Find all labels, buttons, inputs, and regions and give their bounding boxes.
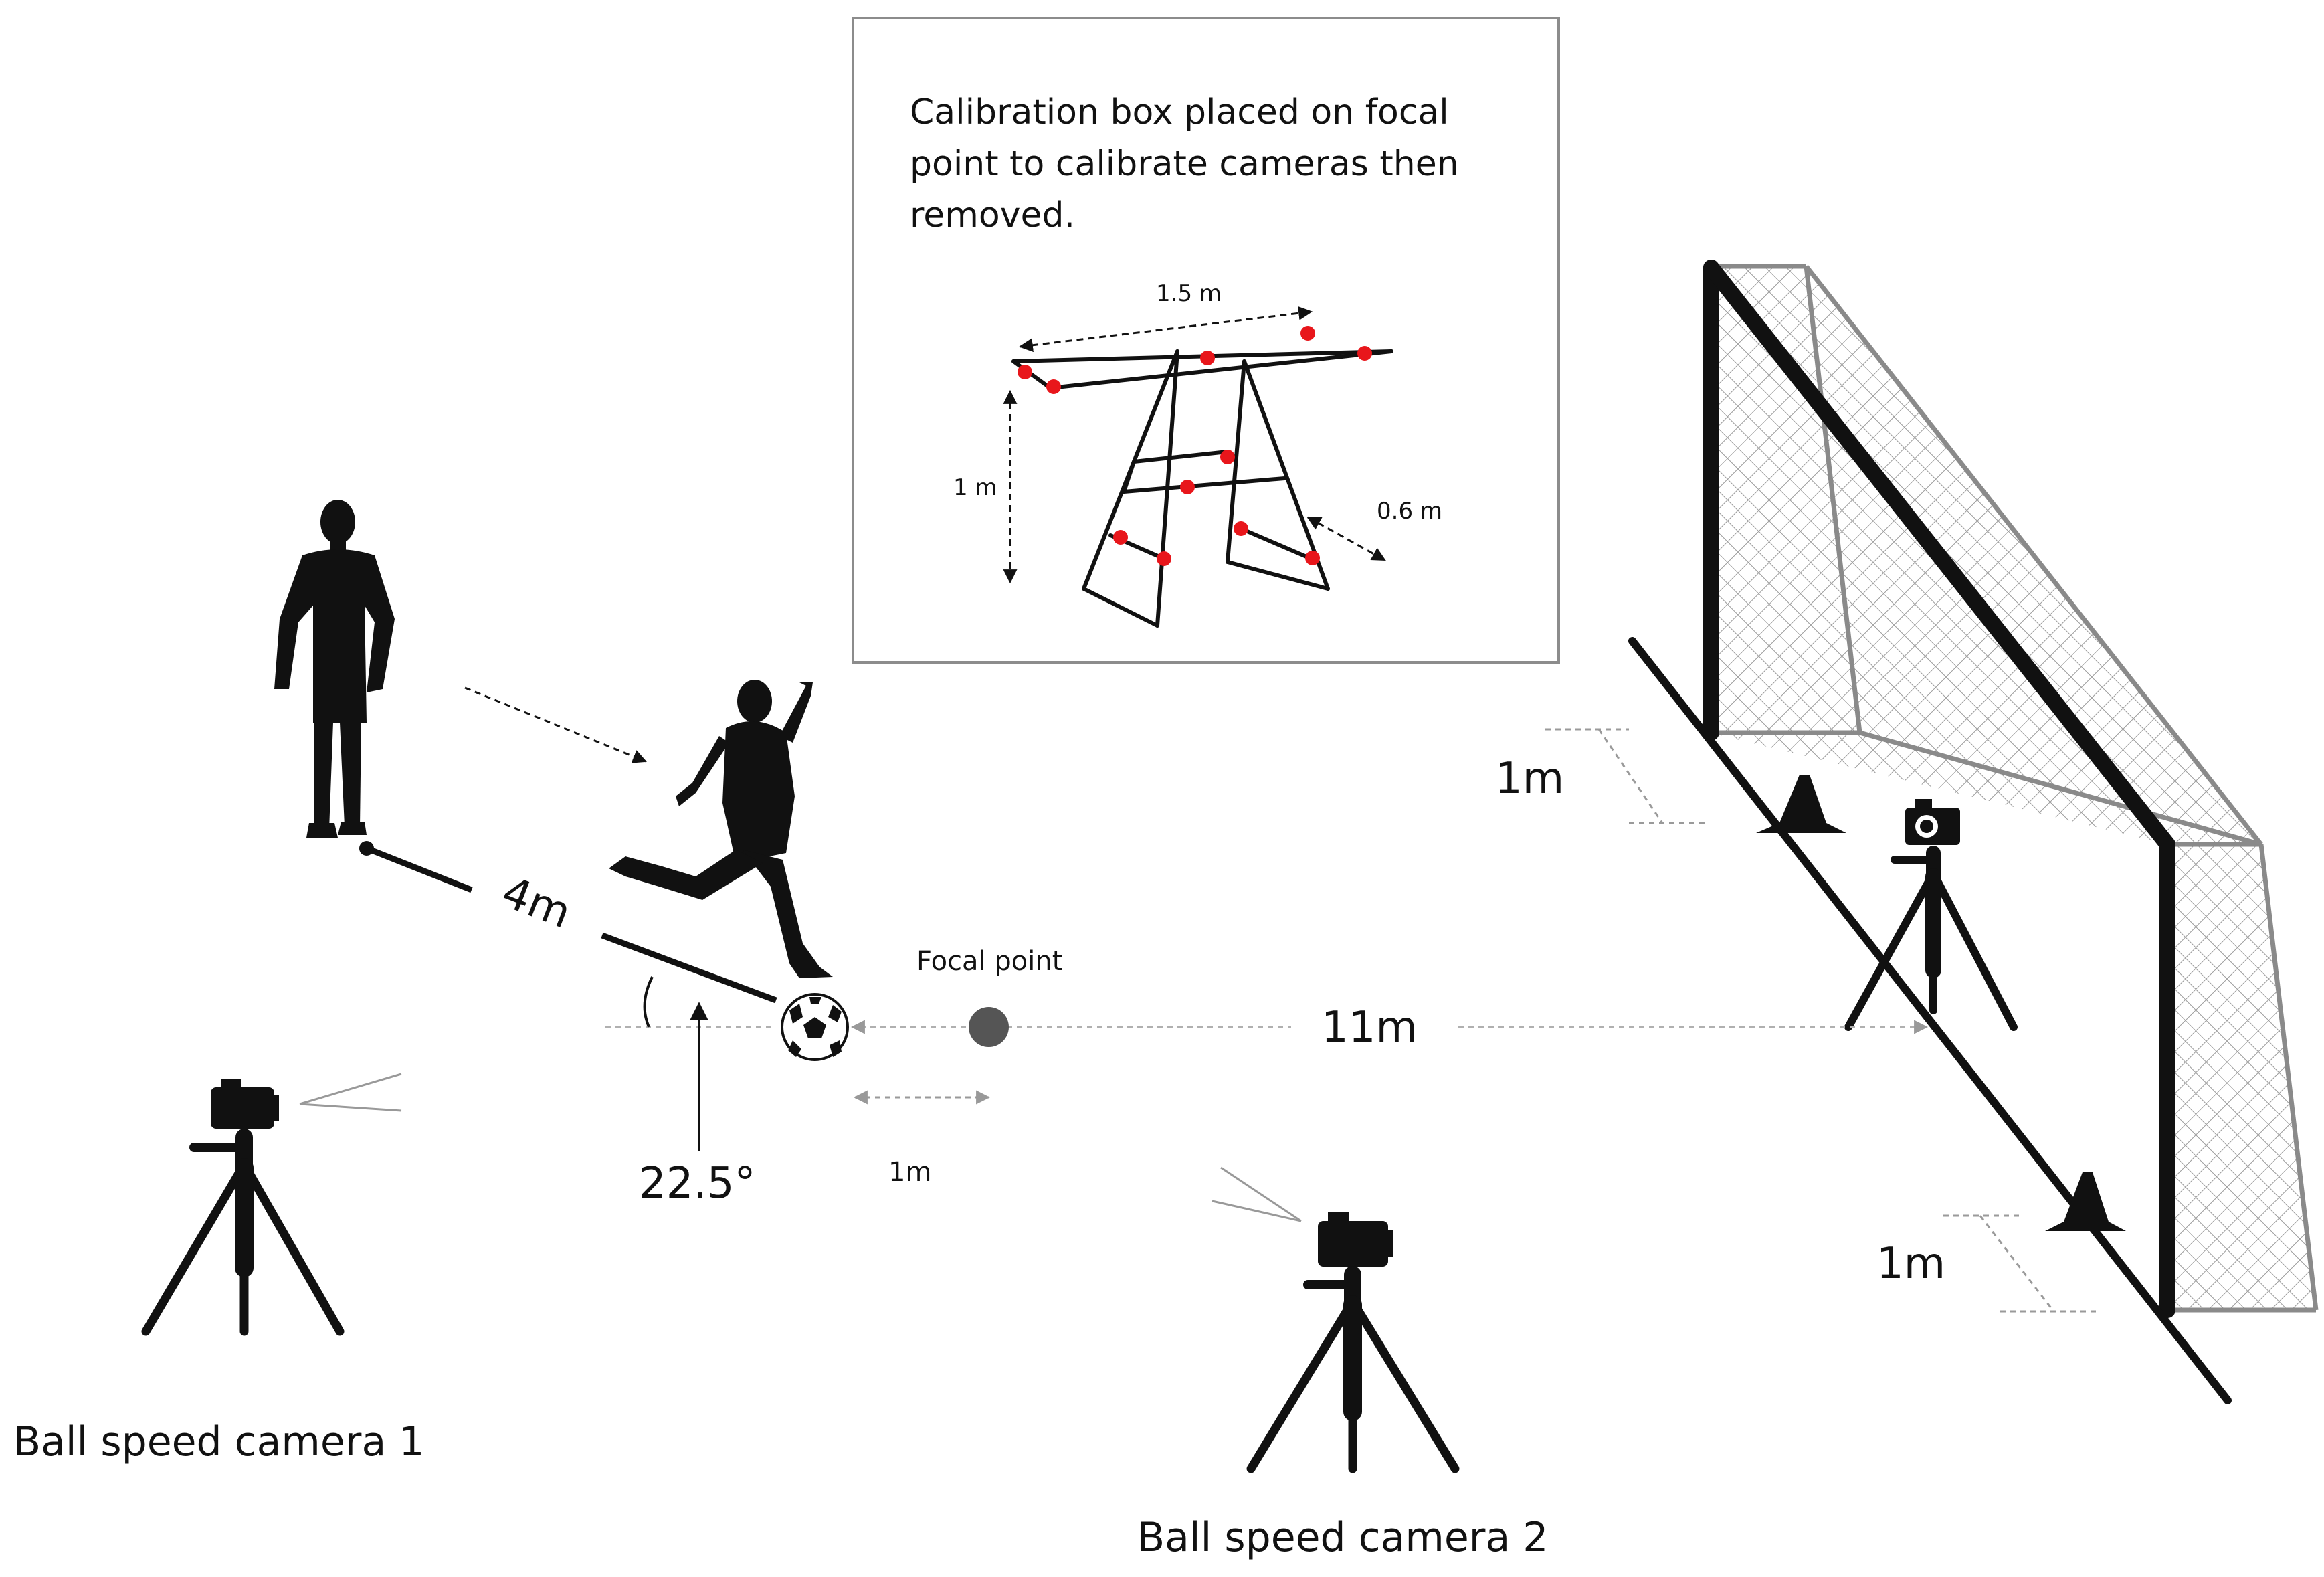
calibration-caption-line-1: Calibration box placed on focal bbox=[910, 92, 1449, 132]
camera-1-label: Ball speed camera 1 bbox=[13, 1418, 424, 1465]
cone-offset-guides bbox=[1545, 728, 2097, 1313]
goal-frame-back bbox=[1709, 264, 2319, 1313]
width-dimension-arrow bbox=[1018, 306, 1313, 353]
tripod-icon bbox=[1246, 1266, 1460, 1473]
calibration-marker bbox=[1357, 346, 1372, 361]
ball-speed-camera-2: Ball speed camera 2 bbox=[1137, 1166, 1548, 1561]
tripod-icon bbox=[141, 1129, 345, 1336]
calibration-caption-line-2: point to calibrate cameras then bbox=[910, 144, 1459, 184]
ball-speed-camera-1: Ball speed camera 1 bbox=[13, 1073, 424, 1465]
run-up-distance-label: 4m bbox=[495, 868, 577, 939]
camera-icon bbox=[1905, 799, 1960, 845]
cone-icon bbox=[1756, 775, 1846, 833]
calibration-marker bbox=[1018, 365, 1032, 379]
kicking-player-silhouette bbox=[609, 680, 833, 978]
calibration-marker bbox=[1220, 450, 1235, 464]
standing-player-silhouette bbox=[274, 500, 395, 838]
cone-offset-top-label: 1m bbox=[1495, 754, 1564, 804]
camera-field-of-view bbox=[299, 1073, 402, 1112]
cone-icon bbox=[2045, 1172, 2126, 1231]
camera-icon bbox=[1318, 1212, 1393, 1267]
calibration-caption-line-3: removed. bbox=[910, 195, 1075, 236]
camera-2-label: Ball speed camera 2 bbox=[1137, 1514, 1548, 1561]
approach-angle-label: 22.5° bbox=[639, 1159, 756, 1208]
camera-field-of-view bbox=[1212, 1166, 1302, 1222]
depth-dimension-arrow bbox=[1306, 516, 1386, 561]
focal-point-marker bbox=[969, 1007, 1009, 1047]
calibration-marker bbox=[1046, 379, 1061, 394]
calibration-marker bbox=[1305, 551, 1320, 565]
calibration-marker bbox=[1180, 480, 1195, 494]
ball-trajectory-guide: 11m Focal point 1m bbox=[605, 946, 1929, 1188]
run-up-line bbox=[601, 932, 777, 1004]
focal-point-label: Focal point bbox=[916, 946, 1062, 977]
calibration-marker bbox=[1200, 351, 1215, 365]
soccer-ball-icon bbox=[781, 993, 849, 1061]
run-up-start-marker bbox=[359, 841, 374, 856]
goal-line bbox=[1628, 637, 2232, 1404]
approach-angle-arc bbox=[643, 976, 654, 1028]
focal-offset-label: 1m bbox=[888, 1157, 931, 1188]
height-dimension-label: 1 m bbox=[953, 474, 997, 501]
target-distance-label: 11m bbox=[1321, 1003, 1418, 1052]
calibration-marker bbox=[1113, 530, 1128, 545]
calibration-inset: Calibration box placed on focal point to… bbox=[852, 17, 1560, 664]
goal-frame-front bbox=[1703, 260, 2175, 1318]
cone-offset-bottom-label: 1m bbox=[1876, 1239, 1945, 1289]
goal-camera bbox=[1844, 799, 2018, 1031]
width-dimension-label: 1.5 m bbox=[1156, 280, 1222, 307]
goal-crossbar bbox=[1703, 260, 2175, 852]
run-up-line bbox=[365, 845, 473, 893]
calibration-markers bbox=[1018, 326, 1372, 566]
movement-arrow bbox=[464, 686, 647, 763]
tripod-icon bbox=[1844, 846, 2018, 1031]
calibration-marker bbox=[1300, 326, 1315, 341]
depth-dimension-label: 0.6 m bbox=[1377, 498, 1442, 525]
calibration-marker bbox=[1157, 551, 1171, 566]
camera-icon bbox=[211, 1079, 279, 1129]
goal: 1m 1m bbox=[1495, 260, 2319, 1404]
goal-net bbox=[1709, 266, 2316, 1310]
calibration-marker bbox=[1234, 521, 1248, 536]
